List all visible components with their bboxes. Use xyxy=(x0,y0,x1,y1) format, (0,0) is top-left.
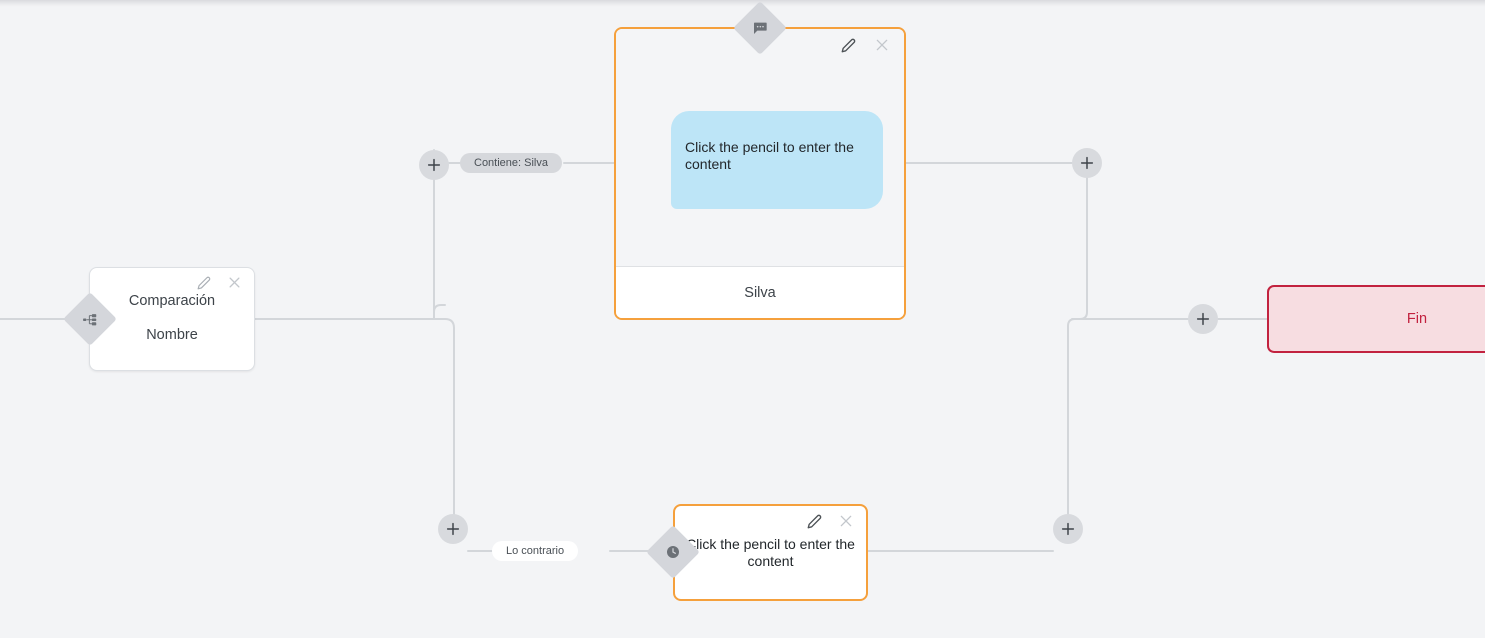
add-true-branch-button[interactable] xyxy=(419,150,449,180)
node-comparison-toolbar xyxy=(197,275,242,290)
message-bubble[interactable]: Click the pencil to enter the content xyxy=(671,111,883,209)
top-edge-shadow xyxy=(0,0,1485,7)
pencil-icon[interactable] xyxy=(197,276,211,290)
node-wait[interactable]: Click the pencil to enter the content xyxy=(673,504,868,601)
node-message[interactable]: Click the pencil to enter the content Si… xyxy=(614,27,906,320)
close-icon[interactable] xyxy=(874,37,890,53)
comment-icon xyxy=(752,20,768,36)
close-icon[interactable] xyxy=(838,513,854,529)
edge-label-lo-contrario[interactable]: Lo contrario xyxy=(492,541,579,561)
add-after-wait-button[interactable] xyxy=(1053,514,1083,544)
node-end[interactable]: Fin xyxy=(1267,285,1485,353)
message-handle[interactable] xyxy=(733,1,787,55)
branch-handle[interactable] xyxy=(63,292,117,346)
node-comparison-title: Comparación xyxy=(128,293,216,309)
clock-icon xyxy=(665,544,681,560)
node-message-body: Click the pencil to enter the content xyxy=(616,29,904,266)
add-before-end-button[interactable] xyxy=(1188,304,1218,334)
node-message-toolbar xyxy=(841,37,890,53)
add-after-message-button[interactable] xyxy=(1072,148,1102,178)
branch-icon xyxy=(83,312,98,327)
node-comparison[interactable]: Comparación Nombre xyxy=(89,267,255,371)
pencil-icon[interactable] xyxy=(841,38,856,53)
edge-label-contiene[interactable]: Contiene: Silva xyxy=(460,153,562,173)
pencil-icon[interactable] xyxy=(807,514,822,529)
wait-handle[interactable] xyxy=(646,525,700,579)
node-wait-toolbar xyxy=(807,513,854,529)
add-false-branch-button[interactable] xyxy=(438,514,468,544)
node-message-footer: Silva xyxy=(616,266,904,318)
close-icon[interactable] xyxy=(227,275,242,290)
node-wait-text: Click the pencil to enter the content xyxy=(686,536,855,569)
node-comparison-subtitle: Nombre xyxy=(146,327,198,343)
